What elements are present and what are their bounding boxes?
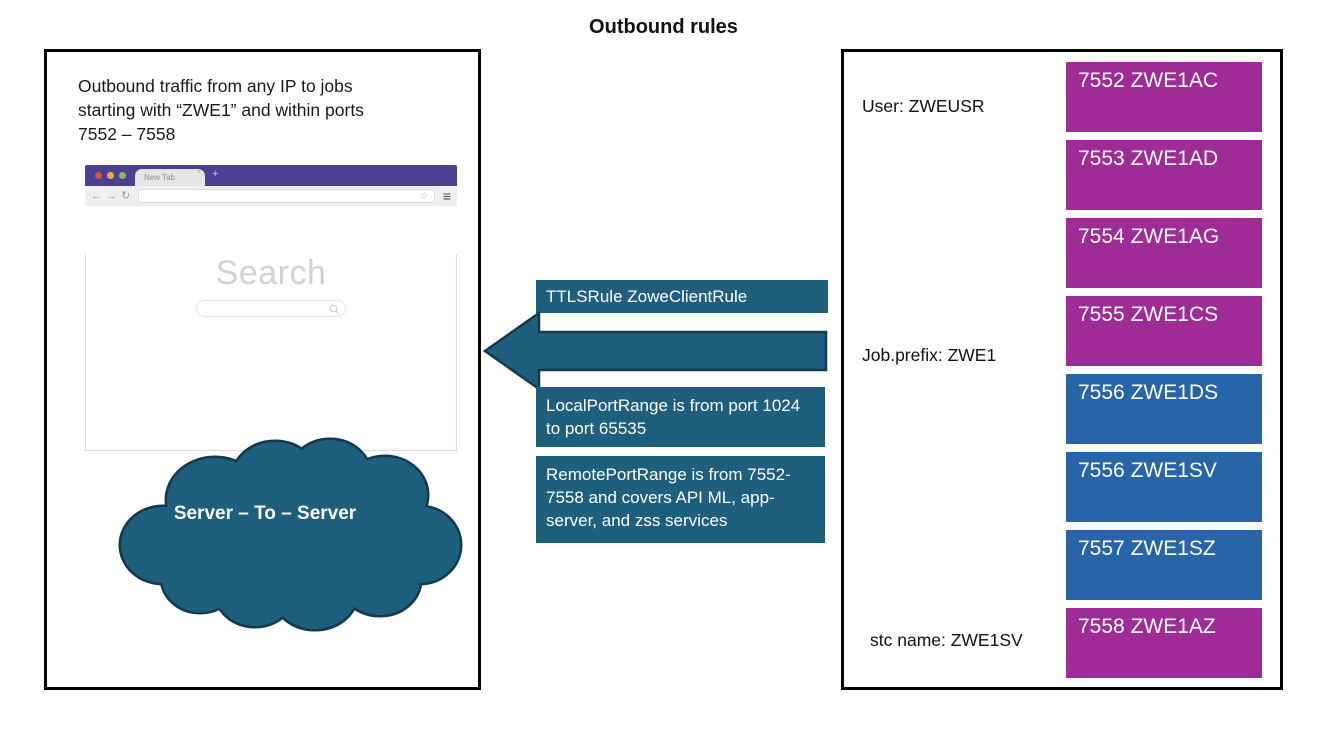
bookmark-star-icon[interactable]: ☆ <box>419 191 429 202</box>
new-tab-button[interactable]: + <box>212 168 219 180</box>
magnifier-icon <box>329 304 340 315</box>
menu-icon[interactable]: ≡ <box>442 188 451 204</box>
job-port: 7557 <box>1078 537 1125 560</box>
refresh-icon[interactable]: ↻ <box>121 189 131 202</box>
client-description: Outbound traffic from any IP to jobs sta… <box>78 74 438 146</box>
client-panel: Outbound traffic from any IP to jobs sta… <box>44 49 481 690</box>
page-title: Outbound rules <box>589 16 738 38</box>
address-bar[interactable]: ☆ <box>138 189 435 203</box>
job-name: ZWE1CS <box>1130 303 1219 326</box>
browser-toolbar: ← → ↻ ☆ ≡ <box>85 186 457 206</box>
job-box: 7558 ZWE1AZ <box>1066 608 1262 678</box>
browser-content: Search <box>85 254 457 451</box>
job-port: 7555 <box>1078 303 1125 326</box>
client-description-line: starting with “ZWE1” and within ports <box>78 100 364 120</box>
job-prefix-label: Job.prefix: ZWE1 <box>862 345 997 365</box>
job-name: ZWE1AZ <box>1130 615 1216 638</box>
back-icon[interactable]: ← <box>91 189 102 202</box>
window-close-dot[interactable] <box>95 172 102 179</box>
job-port: 7558 <box>1078 615 1125 638</box>
left-arrow <box>483 310 828 392</box>
ttls-rule-box: TTLSRule ZoweClientRule <box>536 280 828 313</box>
browser-window: New Tab × + ← → ↻ ☆ ≡ Search <box>85 165 457 451</box>
job-port: 7553 <box>1078 147 1125 170</box>
job-box: 7554 ZWE1AG <box>1066 218 1262 288</box>
browser-tab[interactable]: New Tab × <box>135 169 205 186</box>
job-box: 7552 ZWE1AC <box>1066 62 1262 132</box>
search-heading: Search <box>215 254 327 292</box>
server-cloud: Server – To – Server <box>118 437 463 632</box>
job-box: 7556 ZWE1SV <box>1066 452 1262 522</box>
job-name: ZWE1AD <box>1130 147 1219 170</box>
job-box: 7555 ZWE1CS <box>1066 296 1262 366</box>
job-port: 7554 <box>1078 225 1125 248</box>
browser-titlebar: New Tab × + <box>85 165 457 186</box>
job-box: 7557 ZWE1SZ <box>1066 530 1262 600</box>
tab-close-icon[interactable]: × <box>196 169 201 176</box>
client-description-line: 7552 – 7558 <box>78 124 176 144</box>
job-port: 7556 <box>1078 459 1125 482</box>
window-minimize-dot[interactable] <box>107 172 114 179</box>
cloud-label: Server – To – Server <box>174 503 357 524</box>
remote-port-range-box: RemotePortRange is from 7552-7558 and co… <box>536 456 825 543</box>
job-name: ZWE1AG <box>1130 225 1220 248</box>
browser-tab-label: New Tab <box>144 173 175 182</box>
job-port: 7556 <box>1078 381 1125 404</box>
local-port-range-box: LocalPortRange is from port 1024 to port… <box>536 387 825 447</box>
user-label: User: ZWEUSR <box>862 96 985 116</box>
server-panel: User: ZWEUSR Job.prefix: ZWE1 stc name: … <box>841 49 1283 690</box>
job-port: 7552 <box>1078 69 1125 92</box>
window-maximize-dot[interactable] <box>119 172 126 179</box>
job-box: 7556 ZWE1DS <box>1066 374 1262 444</box>
search-input[interactable] <box>196 300 346 317</box>
forward-icon[interactable]: → <box>106 189 117 202</box>
job-name: ZWE1SZ <box>1130 537 1216 560</box>
stc-name-label: stc name: ZWE1SV <box>870 630 1023 650</box>
job-name: ZWE1SV <box>1130 459 1217 482</box>
job-name: ZWE1DS <box>1130 381 1219 404</box>
job-name: ZWE1AC <box>1130 69 1219 92</box>
client-description-line: Outbound traffic from any IP to jobs <box>78 76 353 96</box>
job-box: 7553 ZWE1AD <box>1066 140 1262 210</box>
